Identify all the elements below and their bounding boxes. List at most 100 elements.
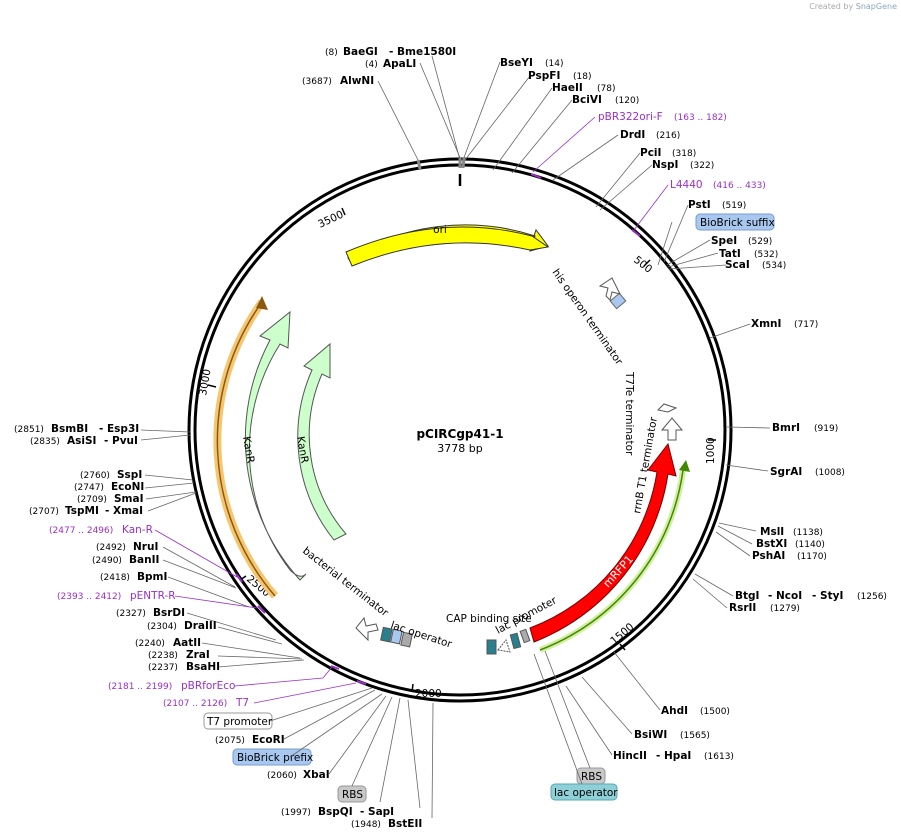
svg-text:(8): (8) [325,48,338,58]
svg-text:(2060): (2060) [267,771,297,781]
svg-text:PstI: PstI [688,199,711,211]
svg-text:- Esp3I: - Esp3I [99,423,139,435]
svg-text:ApaLI: ApaLI [383,58,416,70]
svg-text:- NcoI: - NcoI [768,590,802,602]
enzyme-smai: (2709)SmaI [77,493,144,505]
svg-text:XmnI: XmnI [751,318,781,330]
svg-text:(1138): (1138) [793,528,823,538]
enzyme-spei: SpeI(529) [711,235,772,247]
enzyme-baegi: (8) BaeGI - Bme1580I [325,46,456,58]
tick-2000: 2000 [415,688,442,700]
ori-feature[interactable]: ori [345,224,550,267]
svg-text:ScaI: ScaI [725,259,750,271]
tick-3500: 3500 [316,209,345,231]
enzyme-sgrai: SgrAI(1008) [770,466,845,478]
svg-text:BsaHI: BsaHI [186,661,220,673]
svg-text:(78): (78) [597,84,615,94]
svg-text:(2240): (2240) [135,639,165,649]
enzyme-banii: (2490) BanII [92,554,159,566]
enzyme-draiii: (2304)DraIII [147,620,217,632]
svg-text:(2075): (2075) [215,736,245,746]
enzyme-bsiwi: BsiWI(1565) [634,729,710,741]
primer-labels: pBR322ori-F(163 .. 182) L4440(416 .. 433… [49,111,766,709]
svg-text:(2851): (2851) [14,425,44,435]
svg-text:BciVI: BciVI [572,94,602,106]
svg-text:lac operator: lac operator [554,787,618,799]
tick-3000: 3000 [197,368,213,396]
svg-text:DrdI: DrdI [620,129,645,141]
svg-text:(529): (529) [748,237,772,247]
enzyme-bsteii: (1948)BstEII [351,818,422,830]
svg-text:(2477 .. 2496): (2477 .. 2496) [49,526,113,536]
svg-text:(1170): (1170) [797,552,827,562]
enzyme-asisi: (2835) AsiSI - PvuI [30,435,138,447]
boxed-labels: BioBrick suffix T7 promoter BioBrick pre… [203,213,775,803]
svg-text:(2238): (2238) [148,651,178,661]
enzyme-bcivi: BciVI (120) [572,94,639,106]
lac-operator[interactable]: lac operator [355,616,454,651]
svg-text:(216): (216) [656,131,680,141]
svg-text:RsrII: RsrII [729,602,756,614]
svg-text:(2490): (2490) [92,556,122,566]
svg-text:(2492): (2492) [96,543,126,553]
leader-lines [140,55,771,819]
svg-text:BioBrick prefix: BioBrick prefix [237,752,313,764]
primer-marks [235,173,641,685]
svg-text:NspI: NspI [652,159,678,171]
enzyme-bpmi: (2418) BpmI [100,571,167,583]
enzyme-bsmbi: (2851) BsmBI - Esp3I [14,423,139,435]
enzyme-drdi: DrdI (216) [620,129,680,141]
svg-text:SgrAI: SgrAI [770,466,802,478]
t7te-terminator[interactable]: T7Te terminator [623,371,678,456]
svg-text:pENTR-R: pENTR-R [130,590,176,602]
svg-text:(163 .. 182): (163 .. 182) [674,113,727,123]
kanr-feature-inner[interactable]: KanR [294,342,347,541]
enzyme-xmni: XmnI(717) [751,318,818,330]
svg-text:- HpaI: - HpaI [656,750,691,762]
svg-text:BsmBI: BsmBI [51,423,88,435]
svg-text:(2304): (2304) [147,622,177,632]
primer-leaders [154,116,669,704]
primer-pbr322ori-f: pBR322ori-F(163 .. 182) [598,111,727,123]
svg-text:- SapI: - SapI [360,806,394,818]
tick-1500: 1500 [608,621,636,647]
svg-text:(1613): (1613) [704,752,734,762]
kanr-inner-label: KanR [294,435,311,464]
svg-text:(4): (4) [365,60,378,70]
svg-text:(2418): (2418) [100,573,130,583]
svg-text:(919): (919) [814,424,838,434]
svg-text:BtgI: BtgI [735,590,759,602]
kanr-feature-outer[interactable]: KanR [240,310,307,581]
svg-text:SspI: SspI [117,469,142,481]
enzyme-tspmi: (2707) TspMI - XmaI [29,505,143,517]
enzyme-xbai: (2060)XbaI [267,769,330,781]
cap-binding-site[interactable]: CAP binding site [446,613,532,655]
enzyme-psti: PstI(519) [688,199,746,211]
svg-text:(18): (18) [573,72,591,82]
svg-text:BpmI: BpmI [137,571,167,583]
svg-text:(2747): (2747) [74,483,104,493]
enzyme-msli: MslI(1138) [760,526,823,538]
svg-text:(120): (120) [615,96,639,106]
bacterial-terminator[interactable]: bacterial terminator [300,545,391,620]
svg-text:AsiSI: AsiSI [67,435,96,447]
his-operon-terminator[interactable]: his operon terminator [550,267,627,368]
svg-text:- Bme1580I: - Bme1580I [389,46,456,58]
svg-text:BioBrick suffix: BioBrick suffix [700,217,775,229]
plasmid-length: 3778 bp [437,442,482,455]
svg-text:(534): (534) [762,261,786,271]
svg-text:(2393 .. 2412): (2393 .. 2412) [57,592,121,602]
svg-text:BanII: BanII [129,554,159,566]
enzyme-bstxi: BstXI(1140) [756,538,825,550]
svg-text:HaeII: HaeII [552,82,583,94]
enzyme-apali: (4) ApaLI [365,58,416,70]
primer-pentr-r: (2393 .. 2412) pENTR-R [57,590,176,602]
ori-label: ori [433,224,447,236]
svg-text:BmrI: BmrI [772,422,800,434]
svg-text:EcoNI: EcoNI [111,481,144,493]
enzyme-aatii: (2240)AatII [135,637,201,649]
svg-text:TatI: TatI [719,248,741,260]
enzyme-nspi: NspI(322) [652,159,714,171]
svg-text:NruI: NruI [133,541,158,553]
kanr-outer-label: KanR [240,435,257,464]
